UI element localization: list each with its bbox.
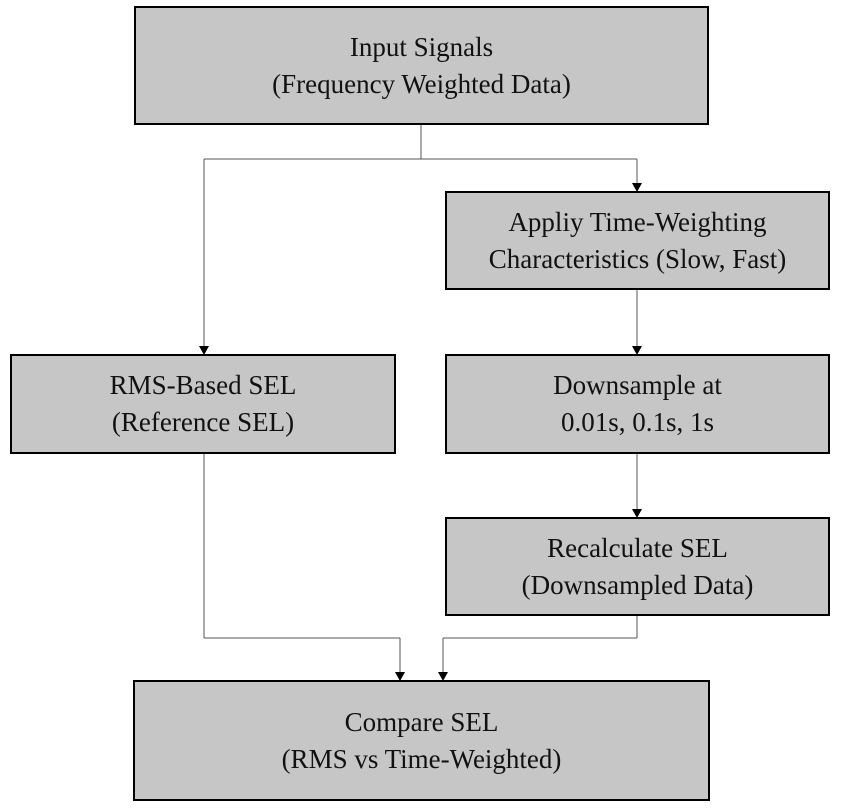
node-rms-sel-line2: (Reference SEL) [111,407,295,437]
node-time-weighting-line2: Characteristics (Slow, Fast) [488,243,787,274]
node-downsample: Downsample at 0.01s, 0.1s, 1s [445,354,830,454]
node-downsample-line2: 0.01s, 0.1s, 1s [560,407,715,437]
node-compare-line1: Compare SEL [344,706,499,737]
node-recalculate-sel: Recalculate SEL (Downsampled Data) [445,517,830,616]
arrowhead-rms-to-compare [395,672,405,681]
arrowhead-to-rms [199,346,209,355]
node-recalculate-line1: Recalculate SEL [547,532,728,563]
arrowhead-recalc-to-compare [438,672,448,681]
node-rms-sel-line1: RMS-Based SEL [109,370,297,400]
node-input-line1: Input Signals [349,31,494,62]
node-compare-line2: (RMS vs Time-Weighted) [281,743,562,774]
arrowhead-to-downsample [632,346,642,355]
node-downsample-line1: Downsample at [553,370,722,400]
arrowhead-to-time-weighting [632,183,642,192]
node-input-signals: Input Signals (Frequency Weighted Data) [134,6,709,125]
node-input-line2: (Frequency Weighted Data) [272,68,571,99]
node-compare-sel: Compare SEL (RMS vs Time-Weighted) [133,680,710,801]
node-recalculate-line2: (Downsampled Data) [521,569,754,600]
arrowhead-to-recalculate [632,509,642,518]
node-rms-sel: RMS-Based SEL (Reference SEL) [10,354,396,454]
node-time-weighting: Appliy Time-Weighting Characteristics (S… [445,191,830,290]
node-time-weighting-line1: Appliy Time-Weighting [508,206,767,237]
